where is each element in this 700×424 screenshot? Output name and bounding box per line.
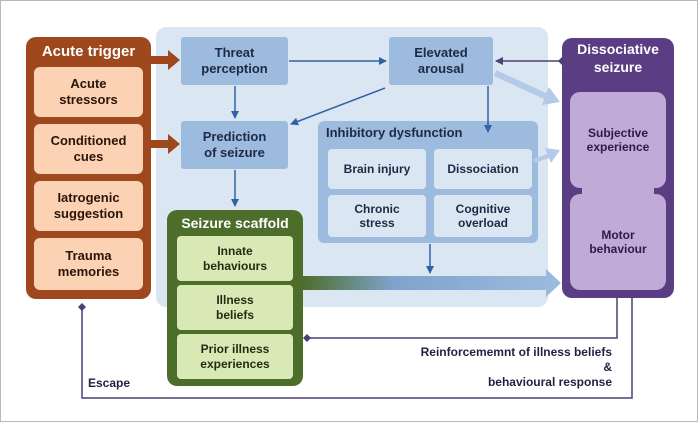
arousal-to-prediction-arrow	[290, 87, 386, 126]
trigger-conditioned-cues: Conditioned cues	[34, 124, 143, 174]
seizure-scaffold-title: Seizure scaffold	[181, 215, 289, 231]
scaffold-innate-behaviours: Innate behaviours	[177, 236, 293, 281]
trigger-to-threat-arrow	[151, 50, 180, 70]
scaffold-to-motor-arrow	[303, 269, 561, 297]
elevated-arousal-box: Elevated arousal	[389, 37, 493, 85]
trigger-iatrogenic-suggestion: Iatrogenic suggestion	[34, 181, 143, 231]
scaffold-illness-beliefs: Illness beliefs	[177, 285, 293, 330]
prediction-of-seizure-box: Prediction of seizure	[181, 121, 288, 169]
inhibitory-brain-injury: Brain injury	[328, 149, 426, 189]
subjective-experience-box: Subjective experience	[570, 92, 666, 188]
dissociative-seizure-title: Dissociative seizure	[577, 41, 659, 75]
trigger-acute-stressors: Acute stressors	[34, 67, 143, 117]
escape-label: Escape	[88, 376, 131, 390]
inhibitory-cognitive-overload: Cognitive overload	[434, 195, 532, 237]
trigger-to-prediction-arrow	[151, 134, 180, 154]
threat-perception-box: Threat perception	[181, 37, 288, 85]
arousal-to-subjective-arrow	[494, 70, 560, 105]
escape-line	[78, 298, 633, 399]
dissociation-to-subjective-arrow	[533, 148, 560, 163]
inhibitory-chronic-stress: Chronic stress	[328, 195, 426, 237]
reinforcement-line	[303, 298, 618, 342]
reinforcement-label: Reinforcememnt of illness beliefs & beha…	[420, 345, 612, 389]
scaffold-prior-illness-experiences: Prior illness experiences	[177, 334, 293, 379]
trigger-trauma-memories: Trauma memories	[34, 238, 143, 290]
inhibitory-dissociation: Dissociation	[434, 149, 532, 189]
motor-behaviour-box: Motor behaviour	[570, 194, 666, 290]
acute-trigger-title: Acute trigger	[41, 43, 136, 60]
inhibitory-dysfunction-title: Inhibitory dysfunction	[326, 125, 463, 140]
